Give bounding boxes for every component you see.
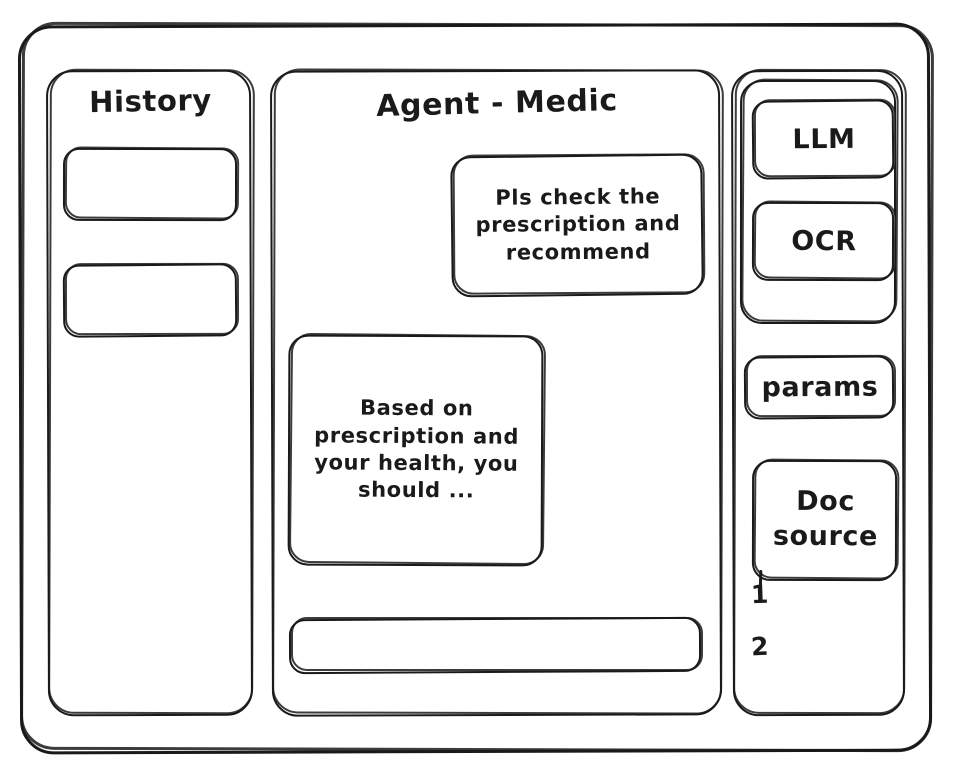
app-window-frame: History Agent - Medic Pls check the pres… xyxy=(20,24,932,752)
doc-source-item[interactable]: 1 xyxy=(750,579,770,610)
tools-panel: LLM OCR params Doc source 1 2 xyxy=(733,70,905,715)
assistant-message-bubble: Based on prescription and your health, y… xyxy=(288,334,545,566)
doc-source-box[interactable]: Doc source xyxy=(752,459,899,581)
user-message-text: Pls check the prescription and recommend xyxy=(475,184,681,265)
doc-source-label: Doc source xyxy=(772,486,879,553)
history-item[interactable] xyxy=(63,263,239,337)
assistant-message-text: Based on prescription and your health, y… xyxy=(314,396,520,503)
history-item[interactable] xyxy=(63,147,239,221)
tool-button-params[interactable]: params xyxy=(744,355,896,419)
doc-source-item[interactable]: 2 xyxy=(750,631,770,662)
agent-panel-title: Agent - Medic xyxy=(375,83,619,124)
tool-button-ocr[interactable]: OCR xyxy=(752,201,896,281)
history-panel-title: History xyxy=(88,82,213,120)
message-input[interactable] xyxy=(289,617,703,673)
user-message-bubble: Pls check the prescription and recommend xyxy=(451,153,705,297)
tool-button-llm[interactable]: LLM xyxy=(752,99,896,179)
agent-chat-panel: Agent - Medic Pls check the prescription… xyxy=(272,70,722,715)
history-panel: History xyxy=(48,70,253,715)
